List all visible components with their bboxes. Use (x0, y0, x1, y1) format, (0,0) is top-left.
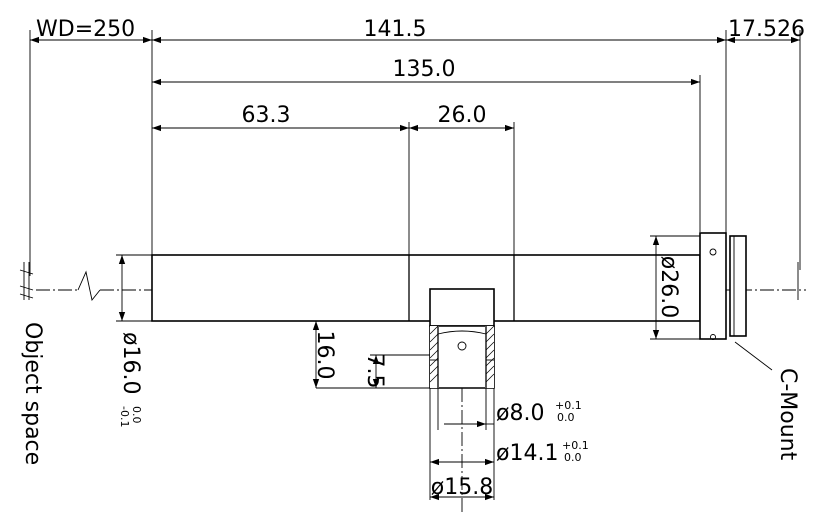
illumination-port (429, 288, 495, 389)
front-diameter-lower: -0.1 (118, 406, 131, 427)
c-mount-thread (729, 235, 747, 337)
main-tube (151, 254, 701, 322)
dimension-lines (30, 36, 800, 501)
front-diameter-upper: 0.0 (130, 406, 143, 424)
port-d1-upper: +0.1 (555, 399, 582, 412)
port-d2-lower: 0.0 (564, 451, 582, 464)
c-mount-label: C-Mount (775, 368, 800, 461)
extension-lines (29, 30, 801, 276)
object-plane-marks (19, 262, 799, 300)
port-height-label: 16.0 (312, 331, 337, 380)
port-d1-lower: 0.0 (557, 411, 575, 424)
port-hatching (429, 325, 495, 383)
front-diameter-label: ø16.0 (118, 332, 143, 394)
port-d1: ø8.0 +0.1 0.0 (496, 399, 582, 426)
port-d1-label: ø8.0 (496, 401, 544, 426)
overall-length-label: 141.5 (364, 17, 427, 42)
mount-flange (699, 232, 727, 340)
front-diameter: ø16.0 0.0 -0.1 (118, 332, 143, 427)
object-space-label: Object space (20, 322, 45, 465)
tube-diameter-label: ø26.0 (656, 256, 681, 318)
port-depth-label: 7.5 (362, 354, 387, 389)
to-port-label: 63.3 (242, 103, 291, 128)
lens-body (151, 232, 747, 340)
port-d2-label: ø14.1 (496, 441, 558, 466)
flange-label: 17.526 (728, 17, 805, 42)
wd-label: WD=250 (36, 17, 135, 42)
body-length-label: 135.0 (393, 57, 456, 82)
port-width-label: 26.0 (438, 103, 487, 128)
port-d2-upper: +0.1 (562, 439, 589, 452)
port-d2: ø14.1 +0.1 0.0 (496, 439, 589, 466)
port-d3-label: ø15.8 (431, 475, 493, 500)
